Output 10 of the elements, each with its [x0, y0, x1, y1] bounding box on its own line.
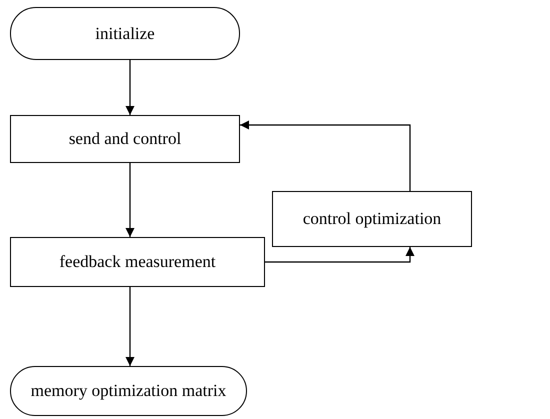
arrow: [240, 120, 411, 191]
terminal-box: initialize: [10, 7, 240, 60]
arrow: [126, 287, 134, 366]
arrow: [126, 60, 134, 115]
arrow: [265, 247, 414, 263]
arrow: [126, 163, 134, 237]
terminal-box: memory optimization matrix: [10, 366, 247, 416]
process-box: control optimization: [272, 191, 472, 247]
process-box: send and control: [10, 115, 240, 163]
process-box: feedback measurement: [10, 237, 265, 287]
